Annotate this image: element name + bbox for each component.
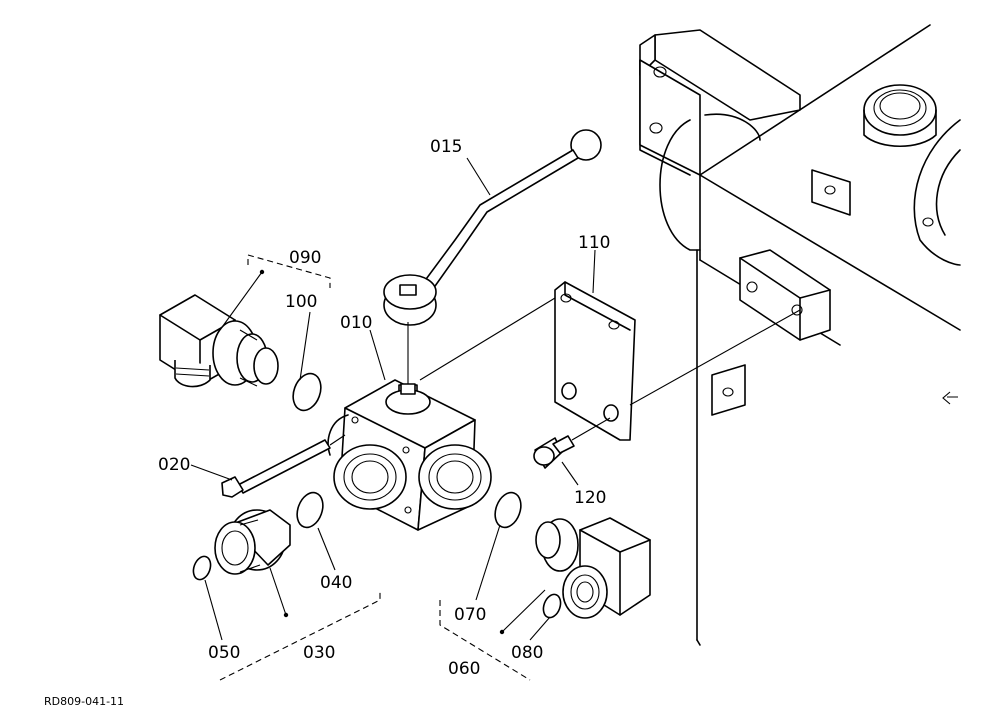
callout-090: 090 [289, 248, 321, 268]
callout-100: 100 [285, 292, 317, 312]
callout-120: 120 [574, 488, 606, 508]
grease-nipple [533, 417, 611, 469]
leader-lines [190, 157, 596, 681]
mounting-plate [419, 281, 801, 441]
o-ring-080 [542, 593, 562, 619]
callout-020: 020 [158, 455, 190, 475]
o-ring-040 [296, 491, 324, 529]
o-ring-050 [192, 555, 212, 581]
callout-050: 050 [208, 643, 240, 663]
callout-010: 010 [340, 313, 372, 333]
callout-080: 080 [511, 643, 543, 663]
callout-070: 070 [454, 605, 486, 625]
dot-marker [499, 629, 505, 635]
callout-015: 015 [430, 137, 462, 157]
o-ring-070 [494, 491, 522, 529]
adapter-fitting-030 [214, 509, 291, 575]
callout-110: 110 [578, 233, 610, 253]
dot-marker [283, 612, 289, 618]
valve-body [327, 322, 492, 531]
housing-frame [639, 24, 961, 646]
dot-marker [259, 269, 265, 275]
callout-060: 060 [448, 659, 480, 679]
callout-040: 040 [320, 573, 352, 593]
callout-030: 030 [303, 643, 335, 663]
elbow-fitting-090 [159, 294, 279, 388]
elbow-fitting-060 [535, 517, 651, 619]
drawing-code: RD809-041-11 [44, 695, 124, 708]
valve-handle [383, 129, 602, 326]
bolt [221, 434, 346, 498]
o-ring-100 [292, 372, 322, 412]
